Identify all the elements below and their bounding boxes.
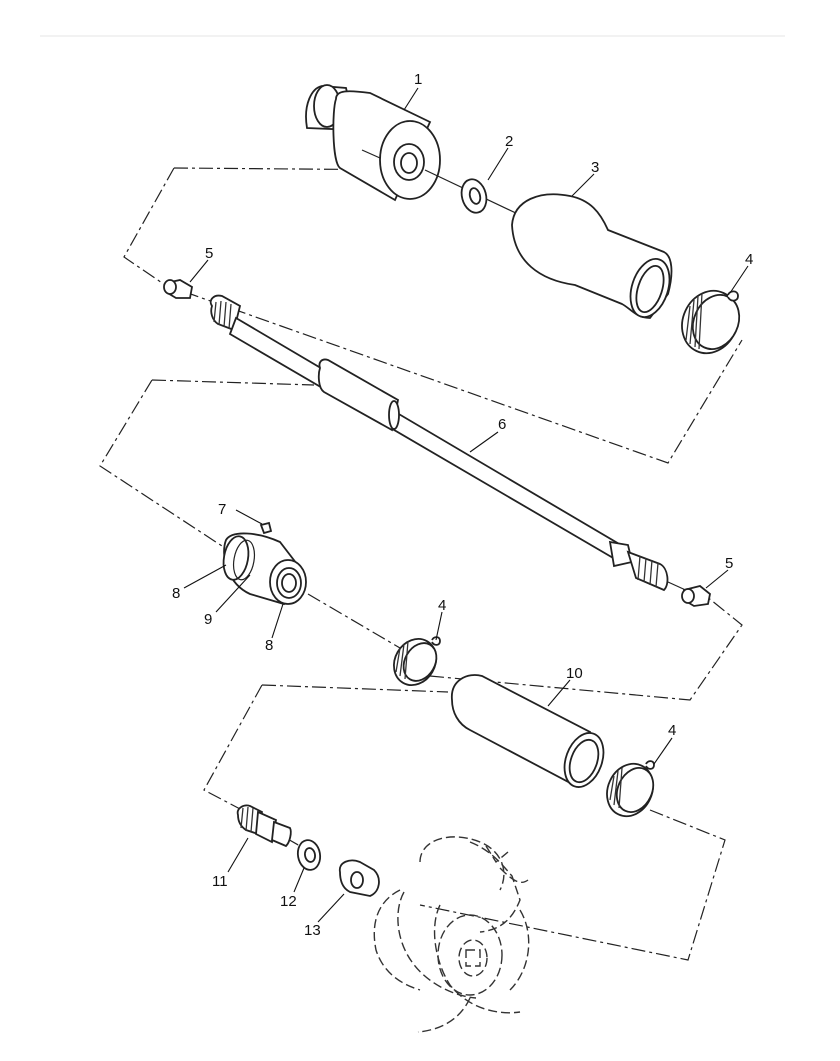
- part-4-clamp-lower: [606, 760, 655, 818]
- callout-11: 11: [212, 873, 228, 890]
- callout-13: 13: [304, 922, 321, 939]
- callout-9: 9: [204, 611, 212, 628]
- fan-phantom-outline: [373, 836, 530, 1033]
- part-8-joint-bearing-upper: [222, 535, 256, 581]
- part-13-lock-tab: [338, 859, 380, 897]
- part-3-boot: [511, 193, 673, 319]
- callout-3: 3: [591, 159, 599, 176]
- callout-1: 1: [414, 71, 422, 88]
- callout-8-upper: 8: [172, 585, 180, 602]
- callout-5-lower: 5: [725, 555, 733, 572]
- part-4-clamp-upper: [681, 289, 741, 355]
- callout-2: 2: [505, 133, 513, 150]
- callout-6: 6: [498, 416, 506, 433]
- callout-4-lower: 4: [668, 722, 676, 739]
- callout-4-middle: 4: [438, 597, 446, 614]
- part-4-clamp-middle: [393, 636, 441, 686]
- part-5-screw-lower: [681, 585, 711, 607]
- part-1-bushing: [305, 84, 441, 202]
- callout-10: 10: [566, 665, 583, 682]
- part-7-set-screw: [259, 521, 273, 535]
- callout-8-lower: 8: [265, 637, 273, 654]
- callout-4-upper: 4: [745, 251, 753, 268]
- callout-12: 12: [280, 893, 297, 910]
- part-6-drive-shaft: [209, 294, 691, 593]
- part-2-washer: [460, 178, 488, 214]
- part-12-washer: [296, 839, 322, 871]
- part-5-screw-upper: [163, 279, 193, 299]
- callout-5-upper: 5: [205, 245, 213, 262]
- callout-7: 7: [218, 501, 226, 518]
- part-10-tube: [451, 674, 605, 788]
- part-8-joint-bearing-lower: [269, 559, 307, 605]
- callout-leaders: [183, 87, 749, 923]
- callout-labels: 1 2 3 4 4 4 5 5 6 7 8 8 9 10 11 12 13: [172, 71, 753, 939]
- part-11-fitting: [236, 804, 292, 848]
